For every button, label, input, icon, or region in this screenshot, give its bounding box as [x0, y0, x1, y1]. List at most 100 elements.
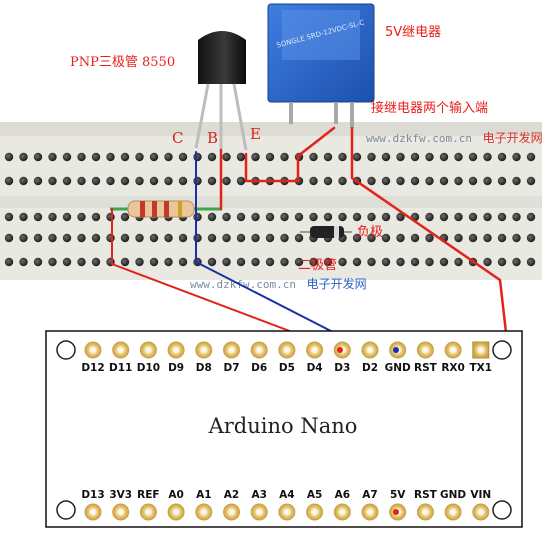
- nano-pin-label: D11: [109, 362, 132, 374]
- nano-pin-pad: [167, 503, 185, 521]
- breadboard-hole: [468, 233, 478, 243]
- nano-pin-pad: [195, 341, 213, 359]
- nano-pin-pad: [333, 503, 351, 521]
- breadboard-hole: [91, 152, 101, 162]
- breadboard-hole: [497, 257, 507, 267]
- wire-resistor-to-d3: [111, 208, 341, 351]
- breadboard-hole: [236, 176, 246, 186]
- breadboard-hole: [454, 152, 463, 162]
- nano-pin-label: D6: [251, 362, 267, 374]
- breadboard-hole: [454, 212, 463, 222]
- breadboard-hole: [352, 152, 362, 162]
- watermark-1: www.dzkfw.com.cn 电子开发网: [366, 130, 542, 145]
- breadboard-hole: [77, 176, 86, 186]
- breadboard-hole: [381, 212, 391, 222]
- breadboard-hole: [178, 152, 188, 162]
- breadboard-hole: [19, 233, 28, 243]
- breadboard-hole: [4, 152, 14, 162]
- breadboard-hole: [236, 152, 246, 162]
- breadboard-hole: [352, 233, 362, 243]
- breadboard-hole: [222, 152, 231, 162]
- breadboard-hole: [338, 152, 347, 162]
- breadboard-hole: [120, 152, 130, 162]
- breadboard-hole: [381, 176, 391, 186]
- breadboard-hole: [106, 152, 115, 162]
- breadboard-hole: [512, 152, 521, 162]
- nano-pin-label: GND: [385, 362, 411, 374]
- nano-pin-pad: [84, 341, 102, 359]
- breadboard-hole: [323, 212, 333, 222]
- breadboard-hole: [497, 233, 507, 243]
- breadboard-hole: [207, 257, 217, 267]
- resistor-band: [152, 201, 157, 217]
- breadboard-hole: [352, 257, 362, 267]
- breadboard-hole: [410, 257, 420, 267]
- breadboard-hole: [120, 212, 130, 222]
- nano-pin-pad: [472, 341, 490, 359]
- breadboard-hole: [454, 233, 463, 243]
- breadboard-hole: [193, 233, 202, 243]
- breadboard-hole: [396, 176, 405, 186]
- nano-pin-label: 3V3: [109, 489, 132, 501]
- breadboard-hole: [149, 257, 159, 267]
- nano-pin-label: D5: [279, 362, 295, 374]
- breadboard-hole: [251, 257, 260, 267]
- nano-pin-pad: [250, 341, 268, 359]
- breadboard-hole: [4, 176, 14, 186]
- relay-inputs-label: 接继电器两个输入端: [371, 100, 488, 116]
- nano-pin-pad: [167, 341, 185, 359]
- breadboard-hole: [512, 212, 521, 222]
- nano-pin-pad: [306, 341, 324, 359]
- nano-pin-pad: [416, 341, 434, 359]
- breadboard-hole: [77, 212, 86, 222]
- breadboard-hole: [236, 257, 246, 267]
- transistor-leg-c: [194, 83, 210, 149]
- nano-pin-pad: [444, 503, 462, 521]
- breadboard-hole: [483, 212, 492, 222]
- breadboard-hole: [62, 257, 72, 267]
- breadboard-hole: [439, 176, 449, 186]
- breadboard-hole: [280, 152, 289, 162]
- breadboard-hole: [468, 212, 478, 222]
- breadboard-hole: [265, 257, 275, 267]
- nano-pin-label: D10: [137, 362, 160, 374]
- pin-c-label: C: [172, 129, 183, 147]
- breadboard-hole: [33, 152, 43, 162]
- breadboard-hole: [106, 233, 115, 243]
- breadboard-hole: [338, 176, 347, 186]
- nano-pin-label: VIN: [470, 489, 491, 501]
- resistor: [110, 200, 222, 218]
- nano-mount-hole: [56, 500, 76, 520]
- diode-label: 二极管: [298, 258, 337, 273]
- nano-pin-label: A4: [279, 489, 294, 501]
- breadboard-hole: [48, 233, 57, 243]
- breadboard-hole: [222, 176, 231, 186]
- breadboard-hole: [468, 152, 478, 162]
- nano-pin-pad: [223, 503, 240, 521]
- breadboard-hole: [294, 257, 304, 267]
- breadboard-hole: [120, 176, 130, 186]
- breadboard-hole: [483, 257, 492, 267]
- breadboard-hole: [512, 233, 521, 243]
- breadboard-hole: [236, 233, 246, 243]
- wire-end-gnd: [393, 347, 399, 353]
- breadboard-hole: [19, 152, 28, 162]
- breadboard-hole: [62, 176, 72, 186]
- breadboard-hole: [77, 233, 86, 243]
- breadboard-hole: [396, 152, 405, 162]
- resistor-band: [164, 201, 169, 217]
- nano-pin-pad: [278, 341, 296, 359]
- breadboard-hole: [497, 212, 507, 222]
- breadboard-hole: [251, 233, 260, 243]
- breadboard-hole: [48, 152, 57, 162]
- nano-pin-label: A3: [251, 489, 266, 501]
- breadboard-hole: [164, 176, 173, 186]
- breadboard-hole: [251, 152, 260, 162]
- breadboard-hole: [294, 233, 304, 243]
- relay-pin: [350, 102, 354, 128]
- breadboard-hole: [367, 152, 376, 162]
- breadboard-hole: [91, 257, 101, 267]
